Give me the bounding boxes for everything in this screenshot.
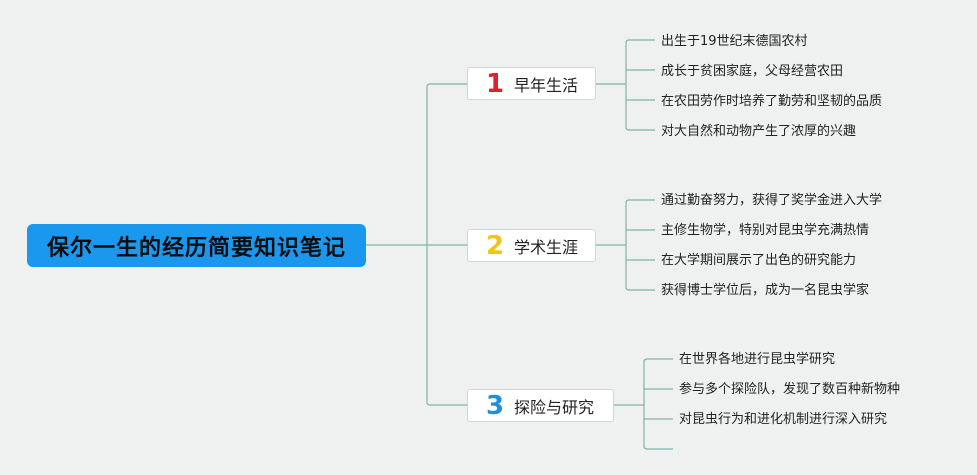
connector-line	[643, 358, 673, 363]
leaf-item[interactable]: 参与多个探险队，发现了数百种新物种	[679, 382, 901, 397]
connector-line	[426, 401, 467, 406]
leaf-item[interactable]: 在大学期间展示了出色的研究能力	[661, 253, 857, 268]
connector-line	[426, 83, 467, 88]
leaf-item[interactable]: 对昆虫行为和进化机制进行深入研究	[679, 412, 888, 427]
branch-label: 探险与研究	[514, 397, 595, 417]
connector-line	[643, 445, 673, 450]
branch-academic-career[interactable]: 2 学术生涯	[467, 229, 596, 262]
leaf-item[interactable]: 主修生物学，特别对昆虫学充满热情	[661, 223, 870, 238]
leaf-item[interactable]: 获得博士学位后，成为一名昆虫学家	[661, 283, 870, 298]
leaf-item[interactable]: 在世界各地进行昆虫学研究	[679, 352, 836, 367]
connector-line	[625, 286, 655, 291]
root-title: 保尔一生的经历简要知识笔记	[46, 235, 346, 261]
branch-label: 早年生活	[514, 75, 579, 95]
root-topic[interactable]: 保尔一生的经历简要知识笔记	[27, 224, 366, 267]
leaf-item[interactable]: 在农田劳作时培养了勤劳和坚韧的品质	[661, 94, 883, 109]
branch-label: 学术生涯	[514, 237, 579, 257]
leaf-item[interactable]: 对大自然和动物产生了浓厚的兴趣	[661, 124, 857, 139]
number-1-icon: 1	[485, 68, 505, 99]
connector-line	[625, 199, 655, 204]
number-2-icon: 2	[485, 230, 505, 261]
number-3-icon: 3	[485, 390, 505, 421]
leaf-item[interactable]: 通过勤奋努力，获得了奖学金进入大学	[661, 193, 883, 208]
branch-exploration-research[interactable]: 3 探险与研究	[467, 389, 614, 422]
branch-early-life[interactable]: 1 早年生活	[467, 67, 596, 100]
leaf-item[interactable]: 出生于19世纪末德国农村	[661, 34, 808, 49]
connector-line	[625, 126, 655, 131]
connector-line	[625, 39, 655, 44]
leaf-item[interactable]: 成长于贫困家庭，父母经营农田	[661, 64, 844, 79]
